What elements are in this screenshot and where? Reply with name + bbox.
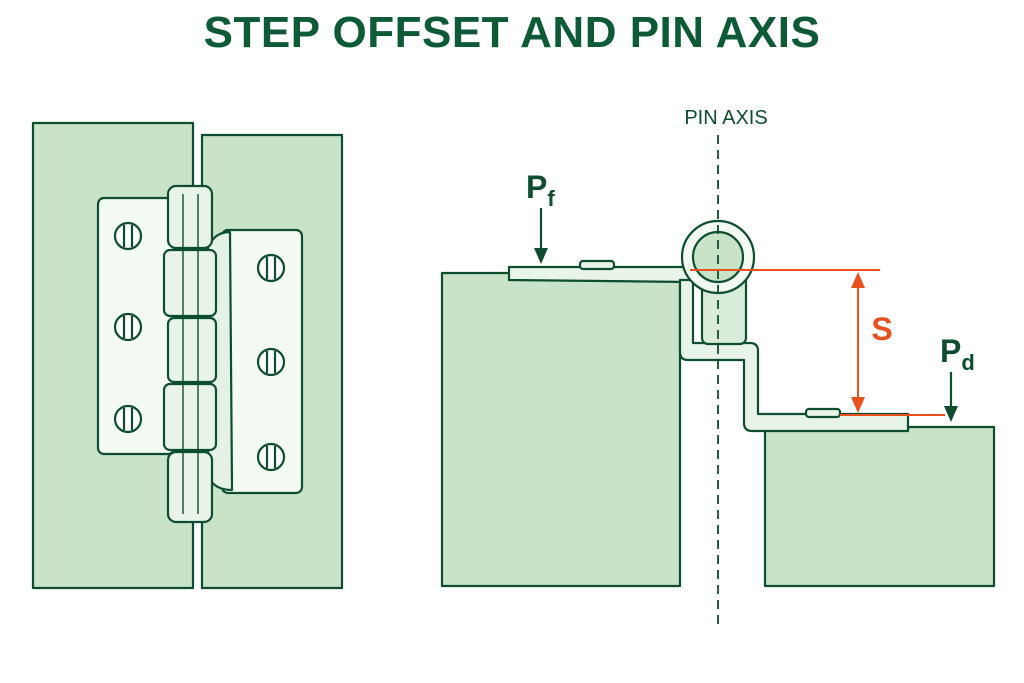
screw-icon [256,347,286,377]
screw-icon [113,404,143,434]
frame-block [440,271,682,588]
diagram-title: STEP OFFSET AND PIN AXIS [203,8,821,57]
hinge-knuckle-3 [166,316,218,384]
leaf-screw-head [804,407,842,419]
pin-axis-label: PIN AXIS [684,107,767,129]
leaf-screw-head [578,259,616,271]
door-force-label: P [940,333,961,369]
screw-icon [113,312,143,342]
door-force-arrow [944,372,958,422]
step-label: S [871,311,892,347]
door-block [763,425,996,588]
hinge-knuckle-1 [166,184,214,250]
section-view [440,219,996,588]
screw-icon [256,253,286,283]
door-force-subscript: d [961,350,974,375]
front-view [31,121,344,590]
svg-text:Pf: Pf [526,169,555,211]
screw-icon [113,221,143,251]
hinge-knuckle-4 [162,382,218,452]
face-force-label: P [526,169,547,205]
face-force-arrow [534,208,548,264]
hinge-knuckle-2 [162,248,218,318]
step-dimension [690,269,945,416]
hinge-knuckle-5 [166,450,214,524]
screw-icon [256,442,286,472]
face-force-subscript: f [547,186,555,211]
svg-text:Pd: Pd [940,333,975,375]
